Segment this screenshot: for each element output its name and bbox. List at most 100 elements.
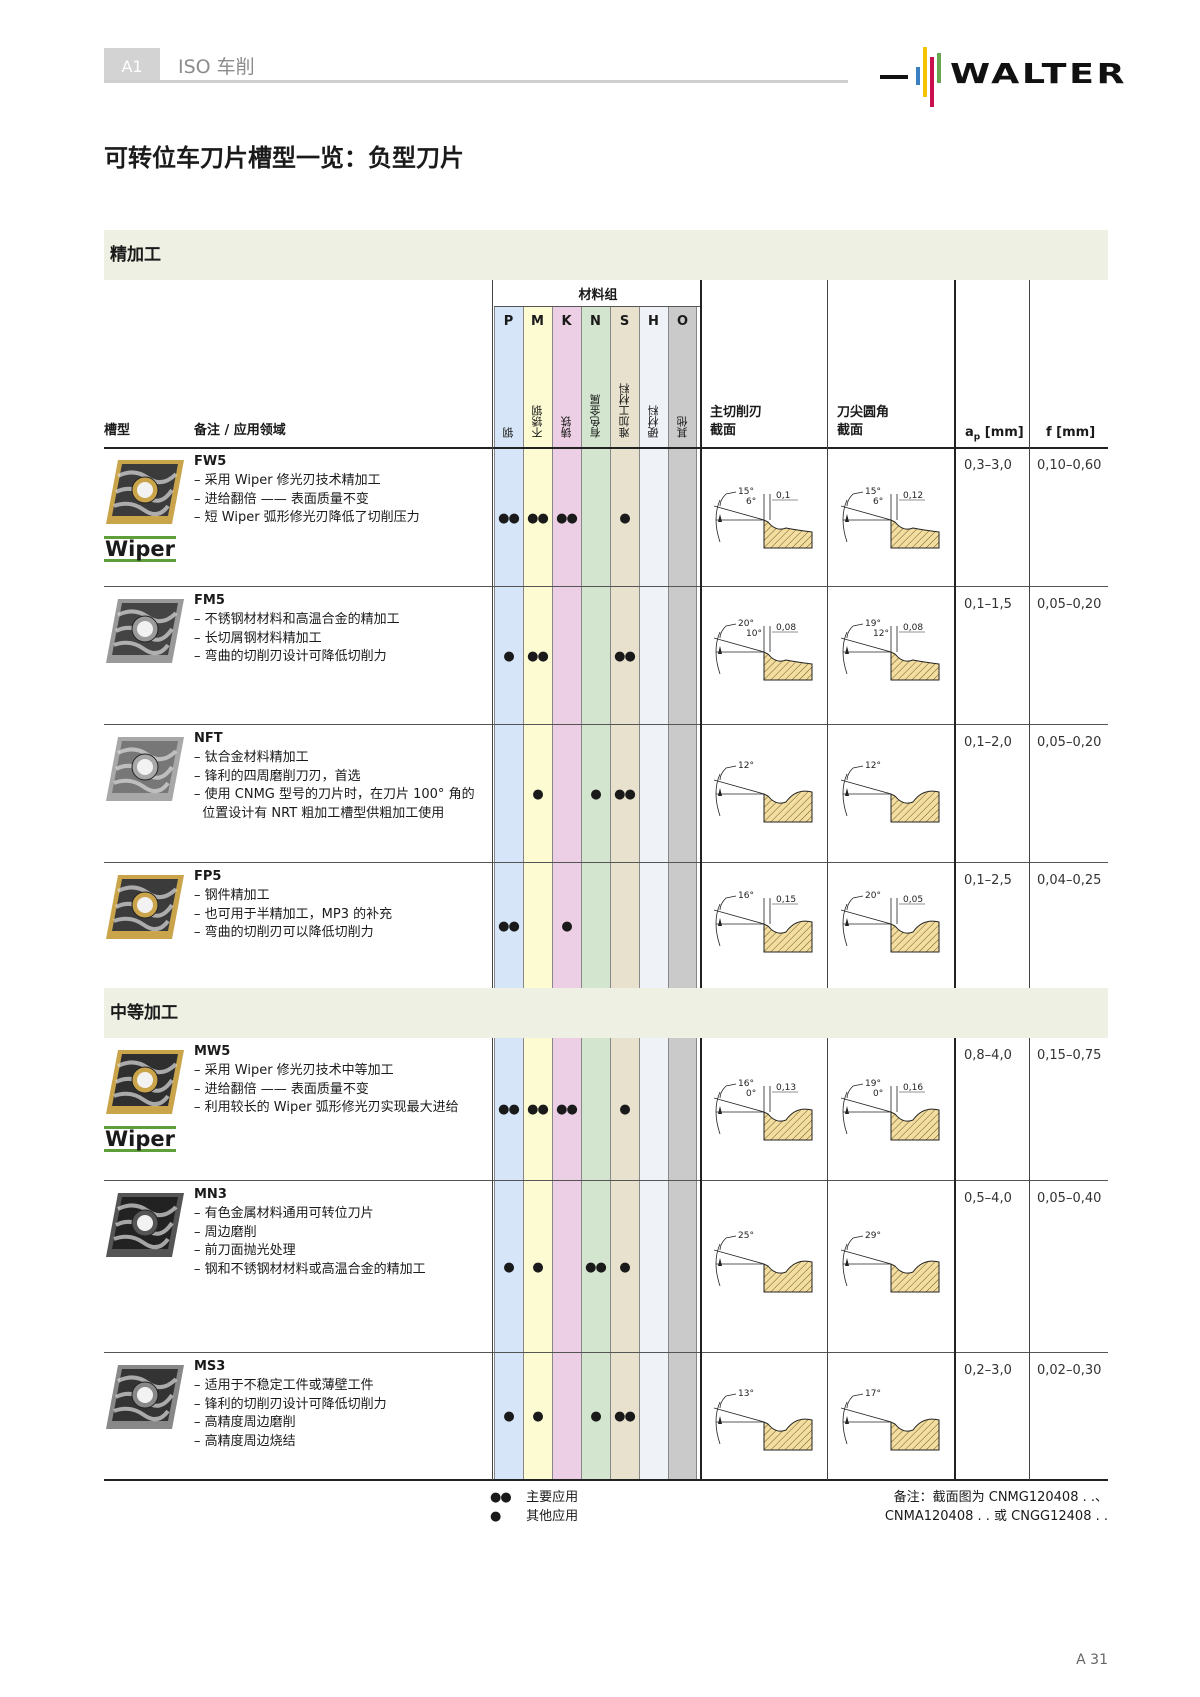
row-divider bbox=[104, 862, 1108, 863]
wiper-badge: Wiper bbox=[104, 1126, 176, 1152]
ap-range: 0,1–2,5 bbox=[964, 873, 1012, 888]
insert-image bbox=[106, 460, 184, 524]
note-line: – 长切屑钢材料精加工 bbox=[194, 630, 322, 646]
geometry-notes: – 采用 Wiper 修光刃技术精加工– 进给翻倍 —— 表面质量不变– 短 W… bbox=[194, 472, 420, 528]
insert-image bbox=[106, 875, 184, 939]
material-name-label: 难加工材料 bbox=[617, 383, 631, 438]
material-column-o bbox=[668, 1038, 697, 1480]
material-name-label: 有色金属 bbox=[588, 394, 602, 438]
note-line: – 进给翻倍 —— 表面质量不变 bbox=[194, 1081, 369, 1097]
page-title: 可转位车刀片槽型一览：负型刀片 bbox=[104, 144, 464, 172]
ap-range: 0,2–3,0 bbox=[964, 1363, 1012, 1378]
walter-logo: WALTER bbox=[880, 45, 1125, 107]
logo-bar-red bbox=[930, 57, 934, 107]
section-title: ISO 车削 bbox=[178, 56, 255, 78]
material-name-label: 钢 bbox=[501, 427, 515, 438]
note-line: – 钢件精加工 bbox=[194, 888, 270, 903]
legend-primary-label: 主要应用 bbox=[526, 1490, 579, 1505]
material-rating-k: ●● bbox=[556, 1102, 578, 1117]
angle-label: 13° bbox=[738, 1389, 754, 1399]
angle-label: 19° bbox=[865, 1079, 881, 1089]
material-column-s bbox=[610, 1038, 639, 1480]
material-rating-n: ● bbox=[590, 787, 601, 802]
note-line: – 钢和不锈钢材材料或高温合金的精加工 bbox=[194, 1261, 426, 1277]
material-rating-m: ● bbox=[532, 787, 543, 802]
note-line: – 高精度周边烧结 bbox=[194, 1433, 296, 1449]
row-divider bbox=[104, 586, 1108, 587]
main-edge-diagram: 16° 0° 0,13 bbox=[713, 1079, 813, 1141]
material-rating-m: ●● bbox=[527, 511, 549, 526]
angle-label: 12° bbox=[865, 761, 881, 771]
land-width-label: 0,1 bbox=[776, 491, 790, 501]
material-column-n bbox=[581, 306, 610, 988]
section-band-medium: 中等加工 bbox=[104, 988, 1108, 1038]
header-rule-line bbox=[104, 447, 1108, 449]
f-range: 0,05–0,20 bbox=[1037, 735, 1102, 750]
material-column-n bbox=[581, 1038, 610, 1480]
angle-label-secondary: 0° bbox=[873, 1089, 883, 1099]
material-group-title: 材料组 bbox=[578, 288, 618, 303]
geometry-notes: – 有色金属材料通用可转位刀片– 周边磨削– 前刀面抛光处理– 钢和不锈钢材材料… bbox=[194, 1205, 426, 1279]
material-column-h bbox=[639, 306, 668, 988]
angle-label: 12° bbox=[738, 761, 754, 771]
angle-label-secondary: 0° bbox=[746, 1089, 756, 1099]
geometry-code: FP5 bbox=[194, 869, 222, 884]
material-rating-s: ●● bbox=[614, 787, 636, 802]
corner-diagram: 19° 12° 0,08 bbox=[840, 619, 940, 681]
geometry-code: NFT bbox=[194, 731, 223, 746]
col-divider bbox=[700, 1038, 702, 1480]
geometry-notes: – 不锈钢材材料和高温合金的精加工– 长切屑钢材料精加工– 弯曲的切削刃设计可降… bbox=[194, 611, 400, 667]
material-name-k: 铸铁 bbox=[552, 356, 581, 438]
row-divider bbox=[104, 724, 1108, 725]
angle-label: 20° bbox=[738, 619, 754, 629]
main-edge-diagram: 15° 6° 0,1 bbox=[713, 487, 813, 549]
material-rating-s: ● bbox=[619, 1260, 630, 1275]
col-divider bbox=[492, 1038, 493, 1480]
row-divider bbox=[104, 1352, 1108, 1353]
col-header-geometry: 槽型 bbox=[104, 423, 131, 438]
col-header-ap: ap [mm] bbox=[965, 425, 1024, 443]
note-line: – 弯曲的切削刃设计可降低切削力 bbox=[194, 649, 387, 664]
geometry-notes: – 采用 Wiper 修光刃技术中等加工– 进给翻倍 —— 表面质量不变– 利用… bbox=[194, 1062, 459, 1118]
material-rating-m: ●● bbox=[527, 649, 549, 664]
material-rating-s: ● bbox=[619, 1102, 630, 1117]
col-header-notes: 备注 / 应用领域 bbox=[194, 423, 286, 438]
ap-range: 0,5–4,0 bbox=[964, 1191, 1012, 1206]
material-letter-h: H bbox=[648, 314, 659, 329]
land-width-label: 0,16 bbox=[903, 1083, 923, 1093]
corner-diagram: 19° 0° 0,16 bbox=[840, 1079, 940, 1141]
material-letter-p: P bbox=[503, 314, 514, 329]
angle-label: 25° bbox=[738, 1231, 754, 1241]
logo-wordmark: WALTER bbox=[950, 57, 1128, 90]
note-line: 位置设计有 NRT 粗加工槽型供粗加工使用 bbox=[194, 805, 445, 821]
logo-dash bbox=[880, 75, 908, 79]
angle-label: 29° bbox=[865, 1231, 881, 1241]
geometry-code: MN3 bbox=[194, 1187, 227, 1202]
logo-bar-green bbox=[937, 53, 941, 83]
material-column-s bbox=[610, 306, 639, 988]
angle-label: 17° bbox=[865, 1389, 881, 1399]
material-letter-k: K bbox=[561, 314, 572, 329]
material-name-o: 其他 bbox=[668, 356, 697, 438]
note-line: – 短 Wiper 弧形修光刃降低了切削压力 bbox=[194, 510, 420, 525]
col-divider bbox=[492, 280, 493, 988]
insert-image bbox=[106, 737, 184, 801]
col-header-main-edge: 主切削刃 截面 bbox=[710, 404, 762, 440]
land-width-label: 0,13 bbox=[776, 1083, 796, 1093]
main-edge-diagram: 25° bbox=[713, 1231, 813, 1293]
material-rating-n: ●● bbox=[585, 1260, 607, 1275]
angle-label: 20° bbox=[865, 891, 881, 901]
material-column-k bbox=[552, 1038, 581, 1480]
corner-diagram: 15° 6° 0,12 bbox=[840, 487, 940, 549]
corner-diagram: 29° bbox=[840, 1231, 940, 1293]
wiper-badge: Wiper bbox=[104, 536, 176, 562]
col-header-corner: 刀尖圆角 截面 bbox=[837, 404, 889, 440]
material-name-m: 不锈钢 bbox=[523, 356, 552, 438]
material-letter-s: S bbox=[619, 314, 630, 329]
f-range: 0,05–0,20 bbox=[1037, 597, 1102, 612]
material-rating-k: ● bbox=[561, 919, 572, 934]
material-name-label: 铸铁 bbox=[559, 416, 573, 438]
logo-bar-yellow bbox=[923, 47, 927, 97]
col-header-f: f [mm] bbox=[1046, 425, 1096, 440]
col-divider bbox=[827, 1038, 828, 1480]
